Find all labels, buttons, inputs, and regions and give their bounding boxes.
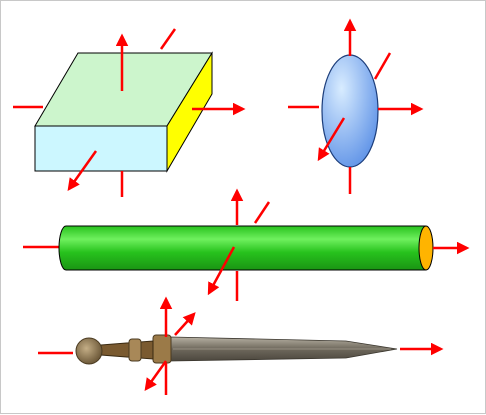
sword-front-arrow bbox=[144, 360, 168, 392]
slab-side-face bbox=[166, 51, 213, 173]
cylinder-body bbox=[58, 225, 427, 271]
ellipsoid-back-line bbox=[373, 52, 392, 80]
sword-back-arrow bbox=[174, 312, 196, 336]
slab-front-arrow bbox=[67, 150, 98, 192]
cylinder-front-arrow bbox=[207, 246, 236, 296]
cylinder-back-line bbox=[253, 201, 271, 224]
sword-collar bbox=[128, 338, 142, 362]
slab-front-face bbox=[34, 125, 168, 172]
sword-crossguard bbox=[152, 334, 172, 364]
rectangular-slab bbox=[13, 28, 246, 197]
sword-pommel bbox=[75, 337, 103, 365]
ellipsoid-lens bbox=[288, 18, 424, 194]
cylinder-rod bbox=[23, 188, 470, 301]
cylinder-end-cap bbox=[418, 225, 434, 271]
ellipsoid-front-arrow bbox=[317, 117, 346, 162]
slab-back-line bbox=[159, 28, 177, 50]
sword bbox=[38, 296, 444, 395]
ellipsoid-body bbox=[321, 54, 379, 168]
sword-grip bbox=[100, 340, 154, 360]
